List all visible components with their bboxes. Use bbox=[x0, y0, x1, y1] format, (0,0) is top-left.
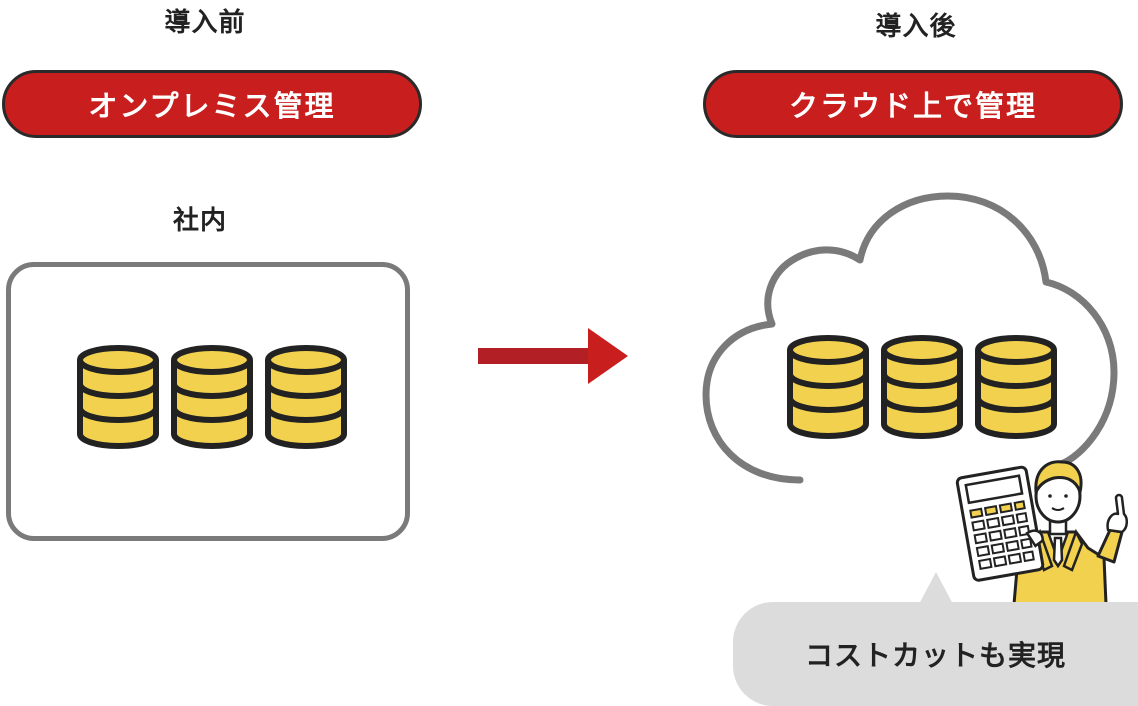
database-icon bbox=[77, 345, 159, 449]
onpremise-pill-label: オンプレミス管理 bbox=[88, 89, 336, 123]
before-heading: 導入前 bbox=[164, 8, 246, 38]
cloud-icon bbox=[702, 192, 1118, 484]
speech-bubble-tail bbox=[918, 572, 954, 606]
database-icon bbox=[881, 335, 963, 439]
after-heading: 導入後 bbox=[875, 12, 957, 42]
database-icon bbox=[171, 345, 253, 449]
speech-bubble-text: コストカットも実現 bbox=[804, 639, 1066, 672]
speech-bubble: コストカットも実現 bbox=[733, 602, 1138, 706]
database-icon bbox=[787, 335, 869, 439]
cloud-pill: クラウド上で管理 bbox=[703, 70, 1123, 138]
arrow-right-icon bbox=[478, 328, 628, 384]
database-icon bbox=[265, 345, 347, 449]
location-label: 社内 bbox=[172, 206, 227, 236]
onpremise-box bbox=[6, 262, 410, 541]
businessman-with-calculator-illustration bbox=[955, 460, 1128, 606]
onpremise-pill: オンプレミス管理 bbox=[2, 70, 422, 138]
cloud-pill-label: クラウド上で管理 bbox=[788, 89, 1037, 123]
database-icon bbox=[975, 335, 1057, 439]
